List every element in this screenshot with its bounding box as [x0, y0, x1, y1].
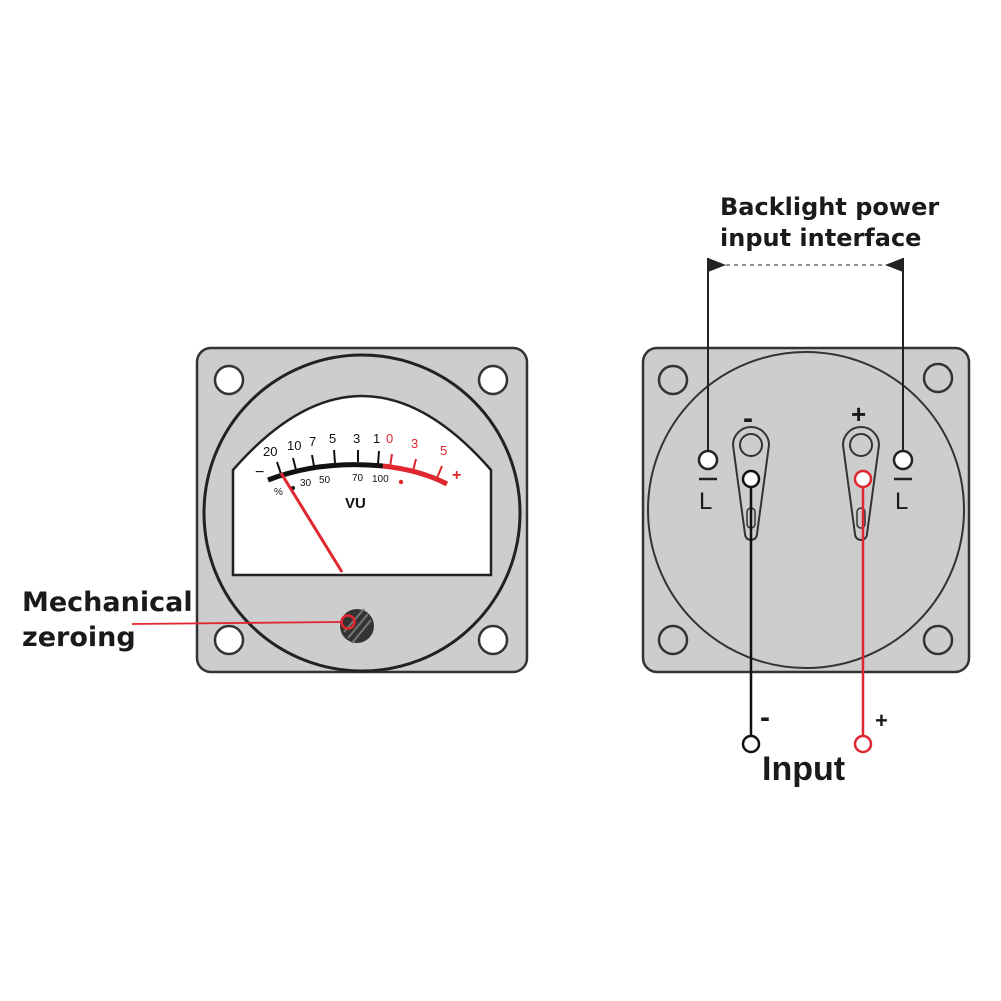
scale-arc-black	[267, 462, 384, 483]
scale-label: 3	[411, 436, 418, 451]
mounting-hole-top-left	[213, 364, 245, 396]
zeroing-callout-line1: Mechanical	[22, 587, 193, 618]
back-view: - + L L Backlight power input interface …	[641, 193, 971, 788]
scale-label: 5	[440, 443, 447, 458]
scale-label: 0	[386, 431, 393, 446]
backlight-terminal-right[interactable]	[892, 449, 914, 471]
backlight-label-right: L	[895, 488, 908, 515]
minus-sign: −	[255, 464, 264, 481]
scale-numbers-black: 20 10 7 5 3 1	[263, 431, 380, 459]
mounting-hole-top-right	[922, 362, 954, 394]
mounting-hole-bottom-left	[213, 624, 245, 656]
front-view: 20 10 7 5 3 1 0 3 5 30 50 70 100 % − + V…	[22, 346, 529, 674]
wire-minus-label: -	[760, 701, 770, 734]
scale-label: 5	[329, 431, 336, 446]
input-terminal-plus[interactable]	[853, 734, 873, 754]
vu-label: VU	[345, 495, 366, 512]
mounting-hole-bottom-right	[477, 624, 509, 656]
scale-ticks	[276, 449, 380, 475]
percent-scale: 30 50 70 100 %	[274, 473, 389, 498]
mounting-hole-top-right	[477, 364, 509, 396]
backlight-arrow-left	[708, 258, 726, 272]
mounting-hole-bottom-right	[922, 624, 954, 656]
scale-label: 7	[309, 434, 316, 449]
mounting-hole-bottom-left	[657, 624, 689, 656]
mounting-hole-top-left	[657, 364, 689, 396]
scale-ticks-red	[389, 453, 443, 479]
terminal-minus[interactable]	[731, 426, 771, 541]
zeroing-callout-line2: zeroing	[22, 622, 136, 653]
percent-label: 100	[372, 474, 389, 485]
terminal-minus-label: -	[743, 402, 753, 435]
backlight-label-left: L	[699, 488, 712, 515]
terminal-plus[interactable]	[841, 426, 881, 541]
terminal-plus-label: +	[851, 399, 866, 429]
percent-sign: %	[274, 487, 283, 498]
scale-label: 1	[373, 431, 380, 446]
percent-label: 50	[319, 475, 331, 486]
input-label: Input	[762, 750, 845, 788]
percent-label: 70	[352, 473, 364, 484]
backlight-callout-line1: Backlight power	[720, 193, 939, 221]
back-circle	[647, 351, 965, 669]
scale-label: 10	[287, 438, 301, 453]
backlight-arrow-right	[885, 258, 903, 272]
percent-label: 30	[300, 478, 312, 489]
plus-sign: +	[452, 467, 461, 484]
zeroing-marker	[340, 614, 356, 630]
scale-dot-red	[398, 479, 404, 485]
wire-plus-label: +	[875, 708, 888, 733]
input-terminal-minus[interactable]	[741, 734, 761, 754]
needle	[279, 472, 344, 573]
dial-face	[231, 394, 493, 577]
zeroing-screw[interactable]	[340, 608, 374, 644]
scale-numbers-red: 0 3 5	[386, 431, 447, 458]
backlight-terminal-left[interactable]	[697, 449, 719, 471]
backlight-callout-line2: input interface	[720, 224, 921, 252]
scale-label: 3	[353, 431, 360, 446]
scale-label: 20	[263, 444, 277, 459]
zeroing-leader-line	[131, 621, 342, 625]
